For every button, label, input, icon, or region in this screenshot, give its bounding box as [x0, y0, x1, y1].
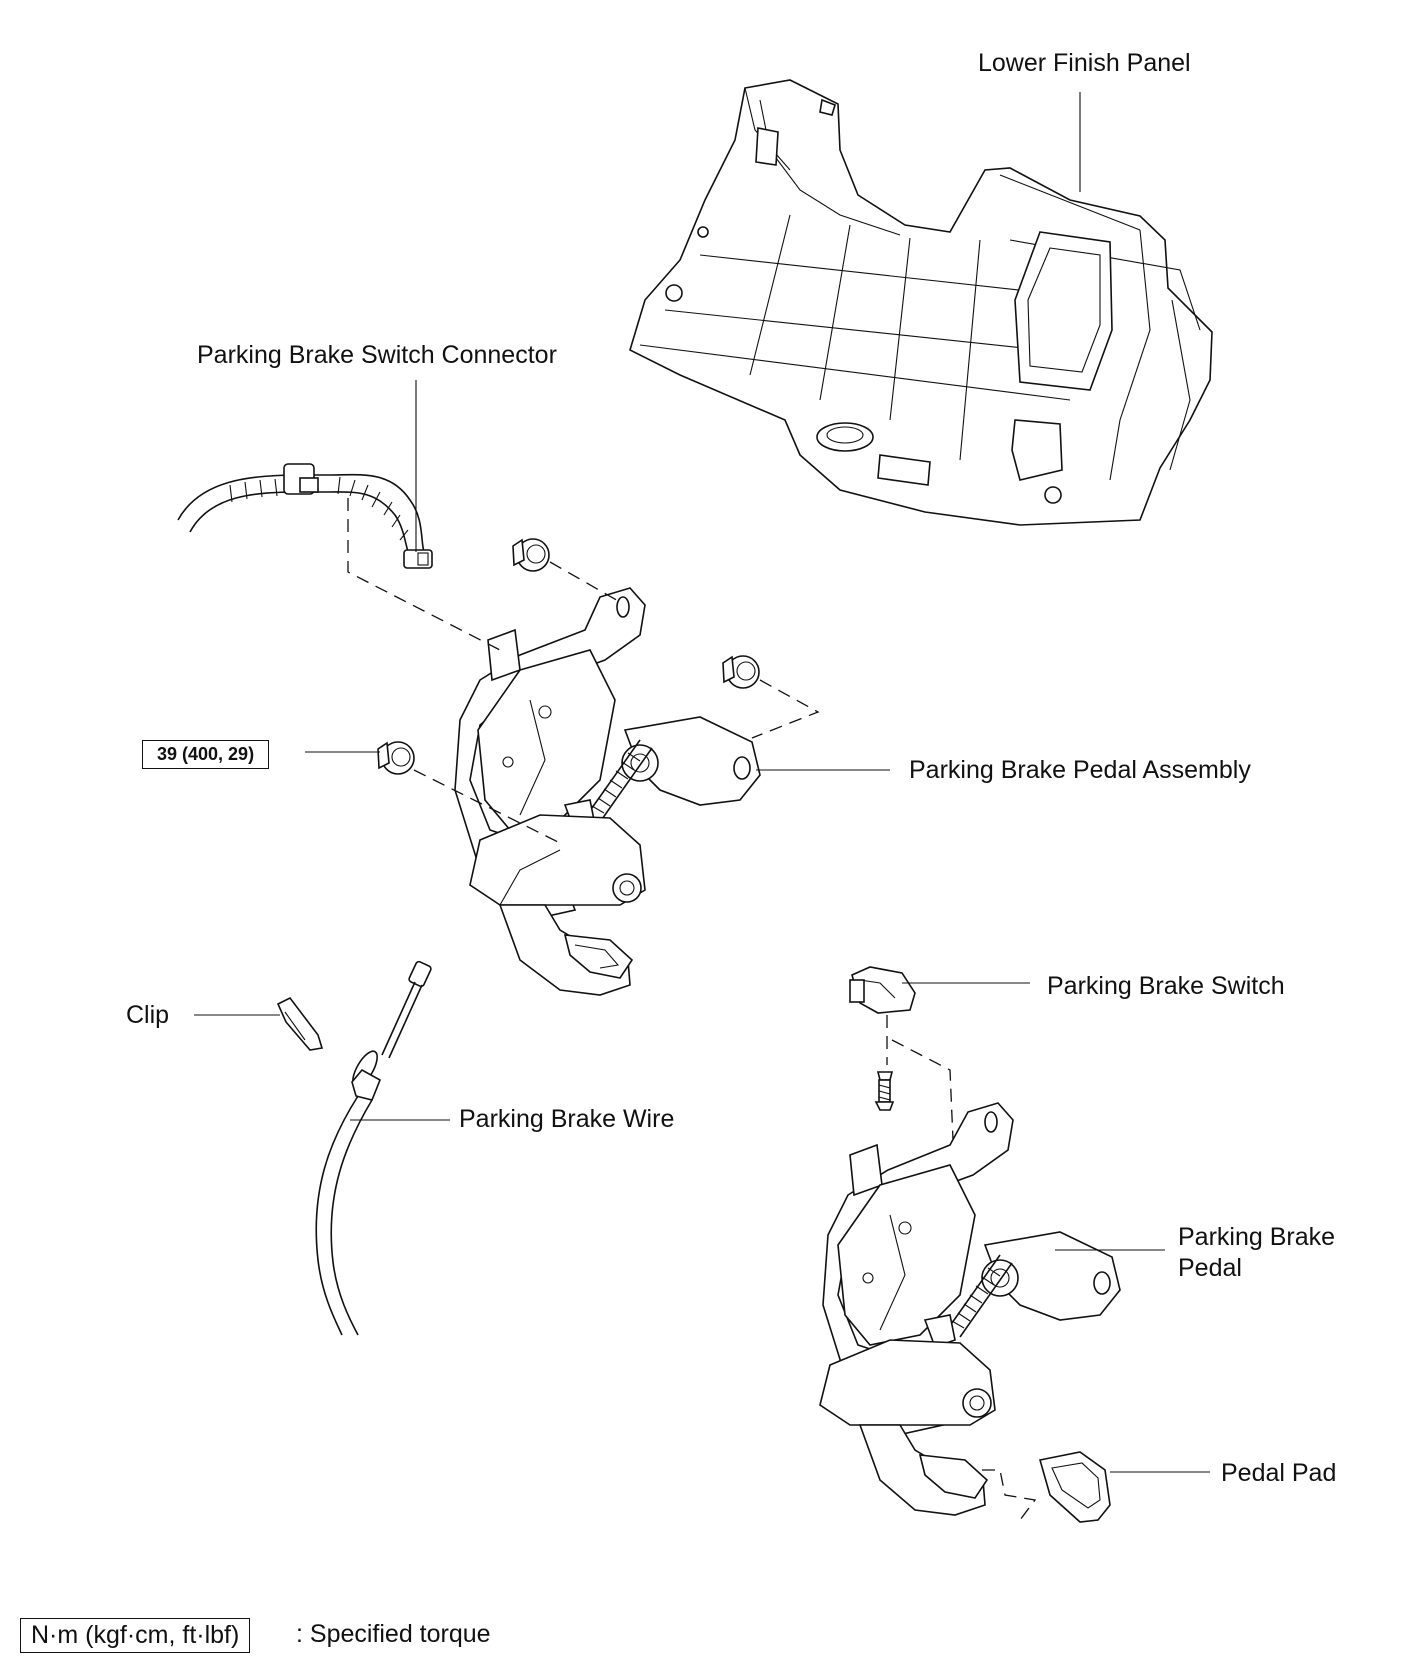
pedal-pad-drawing — [1038, 1451, 1111, 1523]
torque-units-legend: N·m (kgf·cm, ft·lbf) — [20, 1618, 251, 1653]
pedal-assembly-label: Parking Brake Pedal Assembly — [909, 756, 1251, 784]
parking-brake-pedal-drawing — [819, 1102, 1121, 1516]
wire-label: Parking Brake Wire — [459, 1105, 675, 1133]
clip-label: Clip — [126, 1001, 170, 1029]
torque-legend-text: : Specified torque — [296, 1620, 491, 1648]
pedal-label-line2: Pedal — [1178, 1254, 1242, 1282]
nut-icon — [512, 538, 550, 572]
lower-finish-panel-label: Lower Finish Panel — [978, 49, 1191, 77]
lower-finish-panel-drawing — [629, 79, 1213, 526]
pedal-assembly-drawing — [454, 587, 761, 996]
pedal-label-line1: Parking Brake — [1178, 1223, 1336, 1251]
screw-icon — [874, 1071, 895, 1111]
switch-connector-harness-drawing — [177, 463, 433, 569]
torque-spec-box: 39 (400, 29) — [142, 740, 270, 769]
leader-lines — [194, 92, 1210, 1473]
pedal-pad-label: Pedal Pad — [1221, 1459, 1337, 1487]
nut-icon — [722, 655, 760, 689]
clip-icon — [276, 996, 324, 1051]
switch-connector-label: Parking Brake Switch Connector — [197, 341, 557, 369]
nut-icon — [377, 741, 415, 775]
parking-brake-switch-drawing — [849, 966, 916, 1014]
parking-brake-wire-drawing — [315, 960, 432, 1336]
switch-label: Parking Brake Switch — [1047, 972, 1285, 1000]
